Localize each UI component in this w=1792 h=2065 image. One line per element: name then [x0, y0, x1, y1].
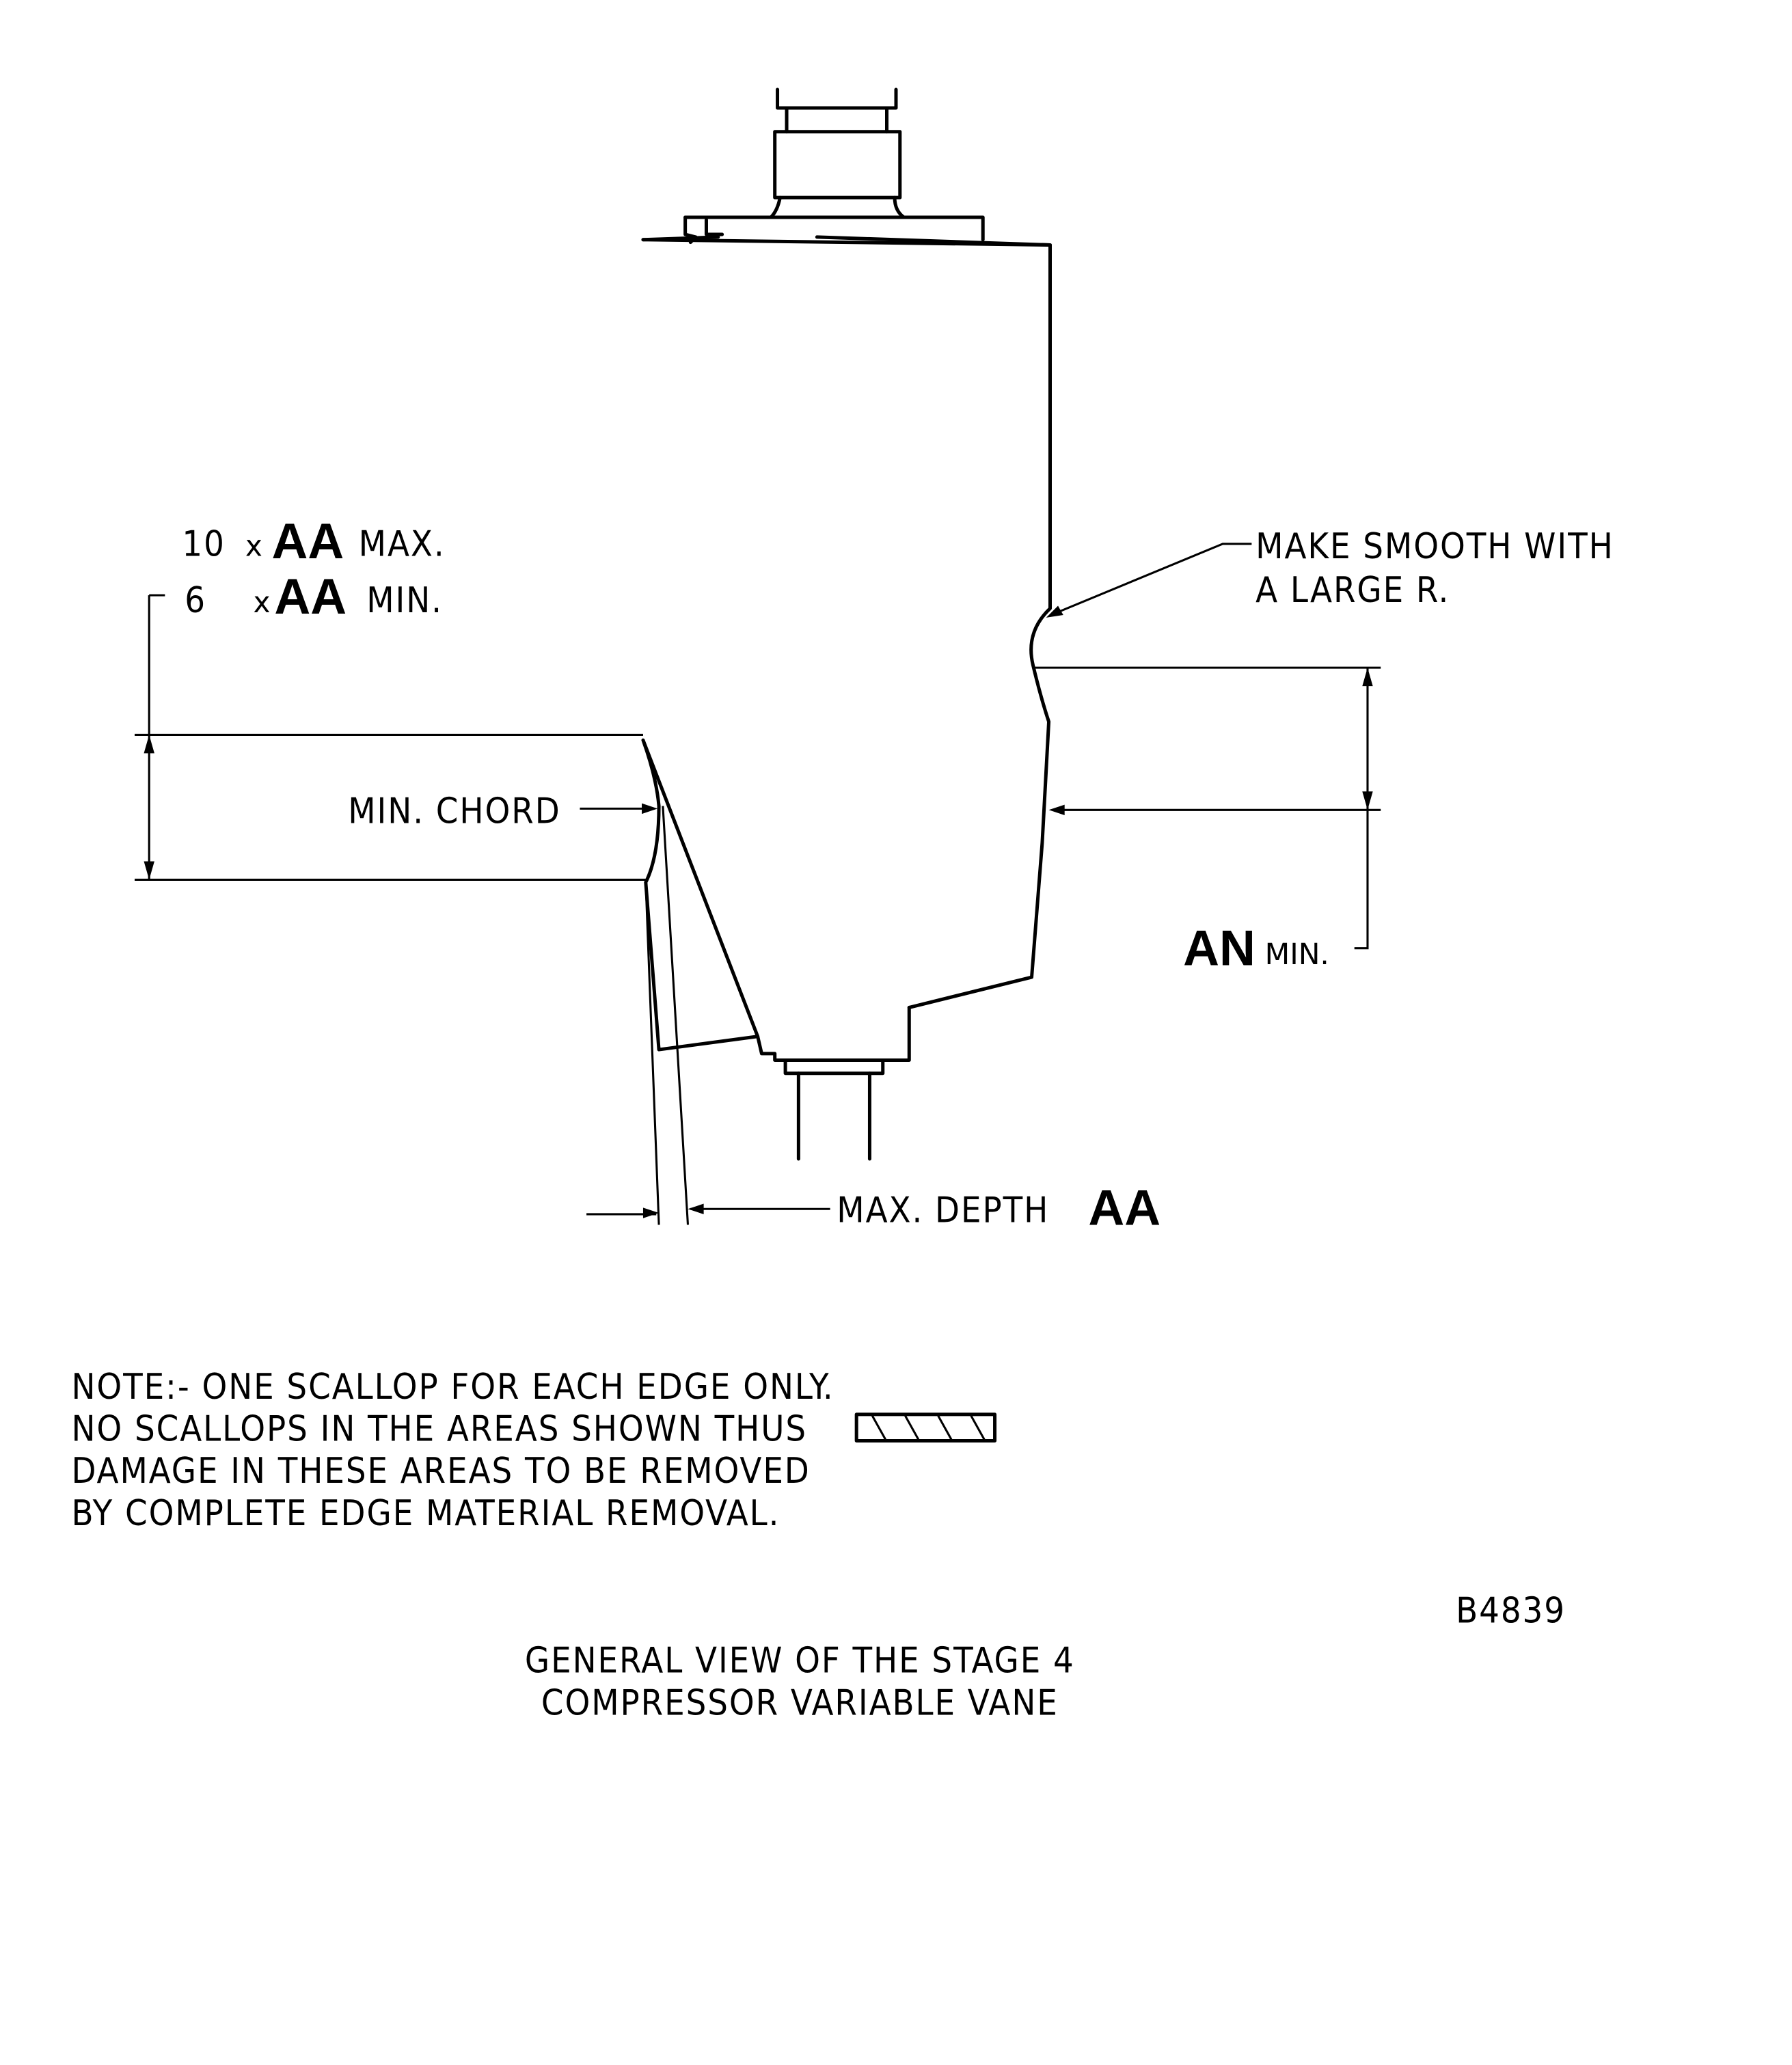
svg-text:6: 6 — [185, 580, 206, 621]
svg-text:10: 10 — [182, 523, 225, 564]
svg-text:A LARGE R.: A LARGE R. — [1255, 570, 1450, 611]
svg-text:AA: AA — [1088, 1179, 1160, 1235]
svg-text:MIN.: MIN. — [366, 580, 443, 621]
svg-text:DAMAGE IN THESE AREAS TO BE RE: DAMAGE IN THESE AREAS TO BE REMOVED — [72, 1451, 811, 1492]
svg-text:NO SCALLOPS IN THE AREAS SHOWN: NO SCALLOPS IN THE AREAS SHOWN THUS — [72, 1408, 808, 1449]
min-chord-callout: MIN. CHORD — [348, 791, 658, 832]
figure-id: B4839 — [1456, 1590, 1566, 1631]
caption-line-1: GENERAL VIEW OF THE STAGE 4 — [525, 1641, 1075, 1682]
svg-text:AA: AA — [274, 569, 347, 625]
svg-text:MAX. DEPTH: MAX. DEPTH — [837, 1190, 1049, 1231]
svg-text:NOTE:- ONE SCALLOP FOR EACH ED: NOTE:- ONE SCALLOP FOR EACH EDGE ONLY. — [72, 1367, 834, 1408]
scallop-length-dimension: 10 x AA MAX. 6 x AA MIN. — [135, 513, 646, 881]
caption-line-2: COMPRESSOR VARIABLE VANE — [541, 1682, 1059, 1723]
svg-text:AA: AA — [271, 513, 344, 569]
bottom-spindle — [756, 1005, 911, 1161]
trailing-edge-dimension: AN MIN. — [1034, 666, 1381, 976]
svg-text:MAKE SMOOTH WITH: MAKE SMOOTH WITH — [1255, 526, 1614, 567]
make-smooth-callout: MAKE SMOOTH WITH A LARGE R. — [1046, 526, 1614, 618]
svg-text:BY COMPLETE EDGE MATERIAL REMO: BY COMPLETE EDGE MATERIAL REMOVAL. — [72, 1493, 780, 1534]
max-depth-dimension: MAX. DEPTH AA — [586, 1179, 1160, 1235]
vane-airfoil-outline — [641, 238, 1052, 1052]
hatch-legend-symbol — [854, 1412, 997, 1442]
svg-text:MAX.: MAX. — [359, 523, 446, 564]
svg-text:x: x — [245, 529, 262, 562]
notes: NOTE:- ONE SCALLOP FOR EACH EDGE ONLY. N… — [72, 1367, 997, 1534]
svg-text:x: x — [253, 586, 270, 619]
svg-text:MIN. CHORD: MIN. CHORD — [348, 791, 560, 832]
svg-text:MIN.: MIN. — [1265, 938, 1329, 971]
svg-text:AN: AN — [1183, 920, 1255, 976]
top-spindle — [683, 87, 985, 245]
